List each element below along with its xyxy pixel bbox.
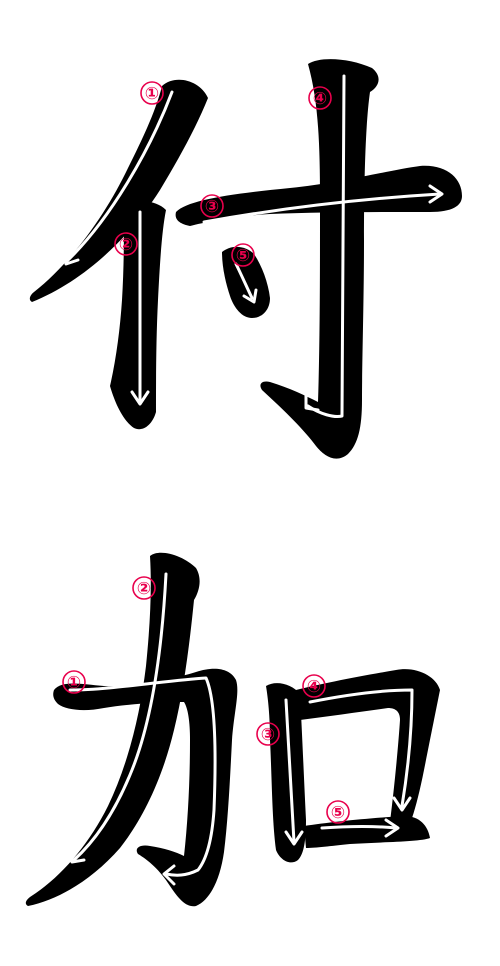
fu-number-3: ③: [200, 194, 224, 218]
ka-number-1: ①: [62, 670, 86, 694]
ka-stroke-1-path: [68, 676, 217, 877]
fu-stroke-2-shape: [110, 201, 166, 430]
ka-stroke-2-path: [72, 572, 168, 862]
fu-stroke-1-arrowhead: [64, 250, 80, 266]
kanji-fu: ① ② ③ ④ ⑤: [29, 59, 462, 459]
ka-stroke-1-shape: [53, 668, 238, 907]
kanji-ka: ① ② ③ ④ ⑤: [25, 552, 440, 907]
ka-stroke-1-arrowhead: [162, 864, 176, 886]
fu-number-2: ②: [114, 232, 138, 256]
ka-number-4-label: ④: [307, 677, 321, 697]
ka-stroke-3-path: [284, 698, 296, 844]
fu-number-1-label: ①: [145, 84, 159, 104]
fu-stroke-3-shape: [175, 165, 462, 226]
ka-number-2: ②: [132, 576, 156, 600]
fu-number-4: ④: [308, 86, 332, 110]
ka-stroke-5-arrowhead: [384, 818, 400, 838]
fu-stroke-3-arrowhead: [428, 184, 444, 204]
ka-number-3-label: ③: [261, 725, 275, 745]
ka-stroke-2-arrowhead: [70, 848, 86, 864]
fu-number-5: ⑤: [231, 243, 255, 267]
ka-stroke-5-shape: [304, 816, 430, 848]
fu-number-2-label: ②: [119, 235, 133, 255]
fu-number-3-label: ③: [205, 197, 219, 217]
ka-stroke-3-arrowhead: [284, 830, 304, 846]
ka-stroke-2-shape: [25, 552, 200, 906]
ka-number-2-label: ②: [137, 579, 151, 599]
ka-number-5: ⑤: [326, 800, 350, 824]
fu-stroke-4-arrowhead: [304, 394, 320, 412]
fu-number-5-label: ⑤: [236, 246, 250, 266]
ka-number-4: ④: [302, 674, 326, 698]
fu-stroke-1-shape: [29, 79, 209, 302]
ka-stroke-4-path: [308, 688, 414, 808]
fu-stroke-1-path: [64, 90, 174, 264]
ka-stroke-3-shape: [266, 683, 306, 863]
fu-stroke-3-path: [202, 192, 442, 224]
fu-stroke-2-arrowhead: [130, 390, 150, 406]
fu-number-4-label: ④: [313, 89, 327, 109]
ka-stroke-4-arrowhead: [392, 796, 412, 812]
fu-number-1: ①: [140, 81, 164, 105]
fu-stroke-4-shape: [260, 59, 379, 459]
fu-stroke-5-arrowhead: [242, 288, 258, 304]
ka-stroke-5-path: [320, 825, 398, 830]
fu-stroke-5-path: [234, 262, 254, 300]
ka-number-3: ③: [256, 722, 280, 746]
ka-number-5-label: ⑤: [331, 803, 345, 823]
ka-number-1-label: ①: [67, 673, 81, 693]
